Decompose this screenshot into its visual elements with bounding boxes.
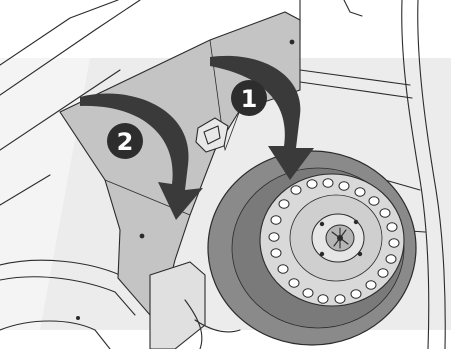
step-2-badge-icon: 2: [107, 123, 143, 159]
step-2-number: 2: [117, 128, 134, 156]
step-1-number: 1: [241, 85, 258, 113]
wheel-hub: [312, 214, 364, 262]
step-1-badge-icon: 1: [231, 80, 267, 116]
spare-wheel: [208, 151, 416, 345]
